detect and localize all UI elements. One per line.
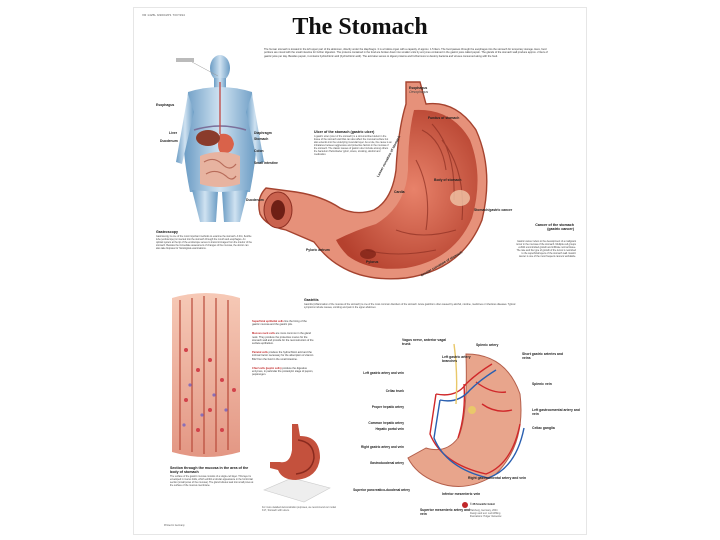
label-inferior-mesenteric: Inferior mesenteric vein bbox=[442, 492, 481, 496]
serial-number: VR 1425L 9/2004/P1 7/07/194 bbox=[142, 13, 185, 17]
label-right-gastroomental: Right gastroomental artery and vein bbox=[468, 476, 527, 480]
label-proper-hepatic: Proper hepatic artery bbox=[371, 405, 404, 409]
label-common-hepatic: Common hepatic artery bbox=[368, 421, 404, 425]
cancer-title: Cancer of the stomach (gastric cancer) bbox=[535, 223, 574, 231]
label-splenic-vein: Splenic vein bbox=[532, 382, 552, 386]
label-superior-pancreatico: Superior pancreatico-duodenal artery bbox=[353, 488, 410, 492]
label-short-gastric: Short gastric arteries and veins bbox=[522, 352, 564, 360]
anatomy-poster: VR 1425L 9/2004/P1 7/07/194 The Stomach … bbox=[134, 8, 586, 534]
stomach-vessels-illustration bbox=[407, 343, 525, 487]
gastroscopy-title: Gastroscopy bbox=[156, 230, 178, 234]
mucosa-legend: Superficial epithelial cells line the li… bbox=[252, 320, 314, 376]
legend-item-superficial: Superficial epithelial cells line the li… bbox=[252, 320, 307, 327]
publisher-address: Hamburg, Germany, 2004 Design and text: … bbox=[470, 509, 502, 518]
legend-item-chief: Chief cells (peptic cells) produce the d… bbox=[252, 366, 314, 377]
ulcer-title: Ulcer of the stomach (gastric ulcer) bbox=[314, 130, 375, 134]
label-fundus: Fundus of stomach bbox=[428, 116, 460, 120]
label-body-liver: Liver bbox=[169, 131, 178, 135]
stomach-model-photo bbox=[263, 424, 331, 503]
gastroscopy-text: Gastroscopy is one of the most important… bbox=[156, 235, 252, 250]
intro-text: The human stomach is located in the left… bbox=[264, 48, 548, 58]
model-caption: For more detailed demonstration purposes… bbox=[262, 506, 337, 512]
publisher-name: © 3B Scientific GmbH bbox=[470, 503, 495, 506]
label-cardia: Cardia bbox=[394, 190, 405, 194]
legend-item-parietal: Parietal cells produce the hydrochloric … bbox=[252, 351, 314, 361]
label-left-gastroomental: Left gastroomental artery and vein bbox=[532, 408, 580, 416]
cancer-text: Gastric cancer refers to the development… bbox=[516, 240, 576, 258]
label-superior-mesenteric: Superior mesenteric artery and vein bbox=[420, 508, 471, 516]
label-splenic-artery: Splenic artery bbox=[476, 343, 499, 347]
label-body-duodenum: Duodenum bbox=[160, 139, 178, 143]
label-left-gastric: Left gastric artery and vein bbox=[363, 371, 404, 375]
label-body-of-stomach: Body of stomach bbox=[434, 178, 462, 182]
label-duodenum: Duodenum bbox=[246, 198, 264, 202]
label-hepatic-portal: Hepatic portal vein bbox=[375, 427, 404, 431]
mucosa-section-illustration bbox=[172, 293, 240, 457]
label-right-gastric: Right gastric artery and vein bbox=[360, 445, 404, 449]
label-body-small-intestine: Small intestine bbox=[254, 161, 278, 165]
label-pyloric-antrum: Pyloric antrum bbox=[306, 248, 330, 252]
printed-note: Printed in Germany bbox=[164, 524, 185, 527]
label-stomach-cancer: Stomach/gastric cancer bbox=[474, 208, 513, 212]
label-body-stomach: Stomach bbox=[254, 137, 269, 141]
label-pylorus: Pylorus bbox=[366, 260, 379, 264]
label-celiac-trunk: Celiac trunk bbox=[385, 389, 404, 393]
publisher-logo bbox=[462, 502, 468, 508]
legend-item-mucous-neck: Mucous neck cells are more common in the… bbox=[252, 332, 314, 346]
label-body-esophagus: Esophagus bbox=[156, 103, 175, 107]
poster-title: The Stomach bbox=[292, 14, 428, 40]
mucosa-text: The surface of the gastric mucosa consis… bbox=[170, 475, 254, 487]
ulcer-text: A gastric ulcer (ulcer of the stomach) i… bbox=[314, 135, 392, 156]
gastritis-title: Gastritis bbox=[304, 298, 319, 302]
mucosa-title: Section through the mucosa in the area o… bbox=[170, 466, 249, 474]
label-left-gastric-branches: Left gastric artery branches bbox=[442, 355, 471, 363]
label-vagus-nerve: Vagus nerve, anterior vagal trunk bbox=[402, 338, 447, 346]
label-body-colon: Colon bbox=[254, 149, 264, 153]
body-figure-illustration bbox=[176, 55, 264, 222]
label-gastroduodenal: Gastroduodenal artery bbox=[369, 461, 404, 465]
label-celiac-ganglia: Celiac ganglia bbox=[532, 426, 555, 430]
label-body-diaphragm: Diaphragm bbox=[254, 131, 272, 135]
gastritis-text: Gastritis (inflammation of the mucosa of… bbox=[304, 303, 516, 309]
stomach-section-illustration bbox=[258, 81, 488, 280]
